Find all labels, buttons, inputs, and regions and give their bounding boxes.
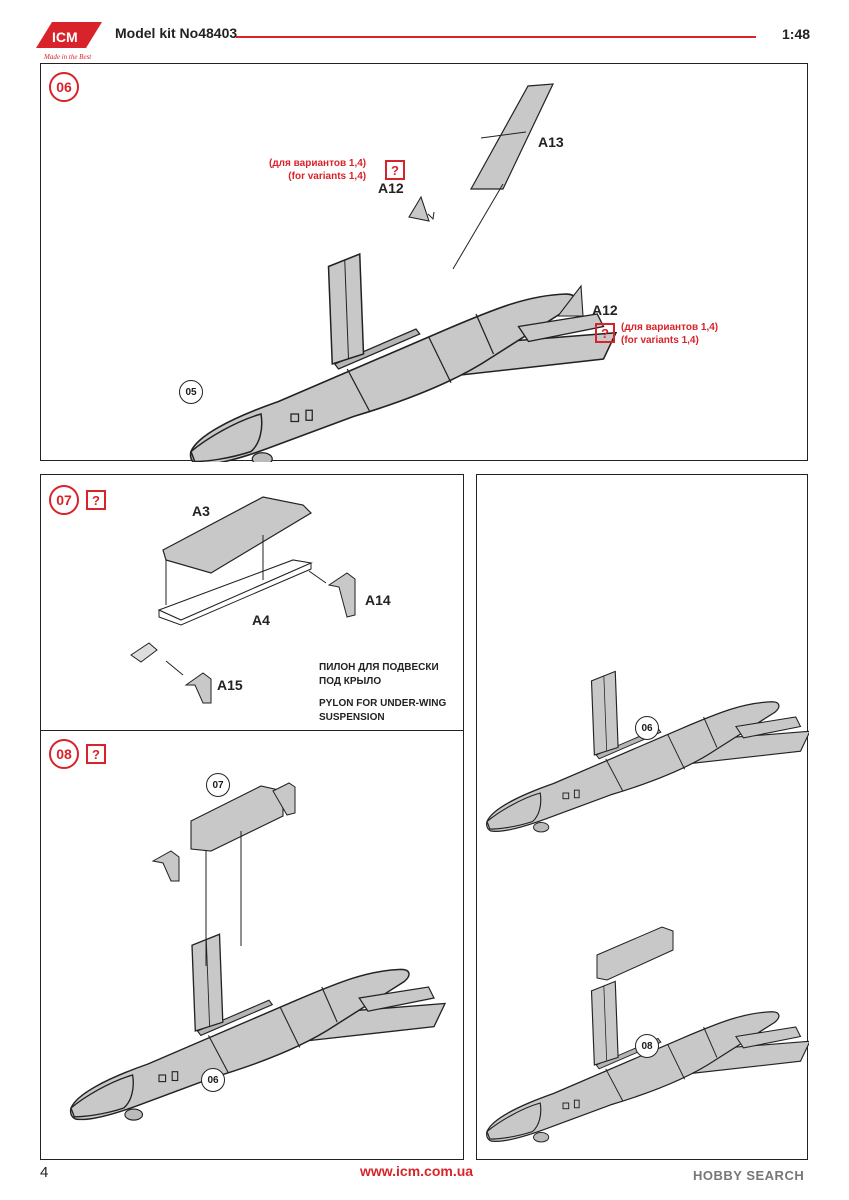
icm-logo: ICM Made in the Best bbox=[36, 22, 102, 61]
pylon-note-en-1: PYLON FOR UNDER-WING bbox=[319, 698, 447, 709]
step-08-panel: 08 ? 07 06 bbox=[40, 730, 464, 1160]
part-a12-top-label: A12 bbox=[378, 180, 404, 196]
website-link[interactable]: www.icm.com.ua bbox=[360, 1163, 474, 1179]
note-top-variants: (для вариантов 1,4) (for variants 1,4) bbox=[269, 157, 366, 183]
part-a12-right-label: A12 bbox=[592, 302, 618, 318]
question-box-07: ? bbox=[86, 490, 106, 510]
note-top-en: (for variants 1,4) bbox=[288, 171, 367, 182]
step-06-badge: 06 bbox=[49, 72, 79, 102]
part-a3-label: A3 bbox=[192, 503, 210, 519]
pylon-note-ru-1: ПИЛОН ДЛЯ ПОДВЕСКИ bbox=[319, 662, 439, 673]
part-a14-label: A14 bbox=[365, 592, 391, 608]
pylon-note-en-2: SUSPENSION bbox=[319, 712, 385, 723]
ref-step-06: 06 bbox=[201, 1068, 225, 1092]
part-a13-label: A13 bbox=[538, 134, 564, 150]
result-drawing bbox=[486, 670, 809, 1143]
step-07-panel: 07 ? A3 A4 A14 A15 ПИЛОН ДЛЯ ПОДВЕСКИ ПО… bbox=[40, 474, 464, 731]
result-ref-08: 08 bbox=[635, 1034, 659, 1058]
page-number: 4 bbox=[40, 1164, 49, 1181]
step-06-panel: 06 A13 (для вариантов 1,4) (for variants… bbox=[40, 63, 808, 462]
note-top-ru: (для вариантов 1,4) bbox=[269, 158, 367, 169]
ref-step-05: 05 bbox=[179, 380, 203, 404]
svg-text:ICM: ICM bbox=[52, 29, 78, 45]
step-08-drawing bbox=[69, 782, 446, 1121]
scale-label: 1:48 bbox=[782, 26, 811, 42]
page-header: ICM Made in the Best Model kit No48403 1… bbox=[0, 0, 849, 61]
step-06-drawing bbox=[189, 83, 617, 462]
svg-text:Made in the Best: Made in the Best bbox=[43, 53, 92, 61]
ref-step-07: 07 bbox=[206, 773, 230, 797]
question-box-08: ? bbox=[86, 744, 106, 764]
note-right-en: (for variants 1,4) bbox=[621, 335, 699, 346]
step-07-drawing bbox=[130, 496, 356, 704]
pylon-note: ПИЛОН ДЛЯ ПОДВЕСКИ ПОД КРЫЛО PYLON FOR U… bbox=[319, 661, 446, 725]
header-divider bbox=[236, 36, 756, 38]
watermark: HOBBY SEARCH bbox=[693, 1168, 805, 1183]
step-08-badge: 08 bbox=[49, 739, 79, 769]
result-ref-06: 06 bbox=[635, 716, 659, 740]
pylon-note-ru-2: ПОД КРЫЛО bbox=[319, 676, 382, 687]
question-box-right: ? bbox=[595, 323, 615, 343]
part-a4-label: A4 bbox=[252, 612, 270, 628]
part-a15-label: A15 bbox=[217, 677, 243, 693]
kit-number: Model kit No48403 bbox=[115, 25, 238, 41]
note-right-ru: (для вариантов 1,4) bbox=[621, 322, 719, 333]
question-box-top: ? bbox=[385, 160, 405, 180]
result-panel: 06 08 bbox=[476, 474, 809, 1160]
step-07-badge: 07 bbox=[49, 485, 79, 515]
note-right-variants: (для вариантов 1,4) (for variants 1,4) bbox=[621, 321, 718, 347]
